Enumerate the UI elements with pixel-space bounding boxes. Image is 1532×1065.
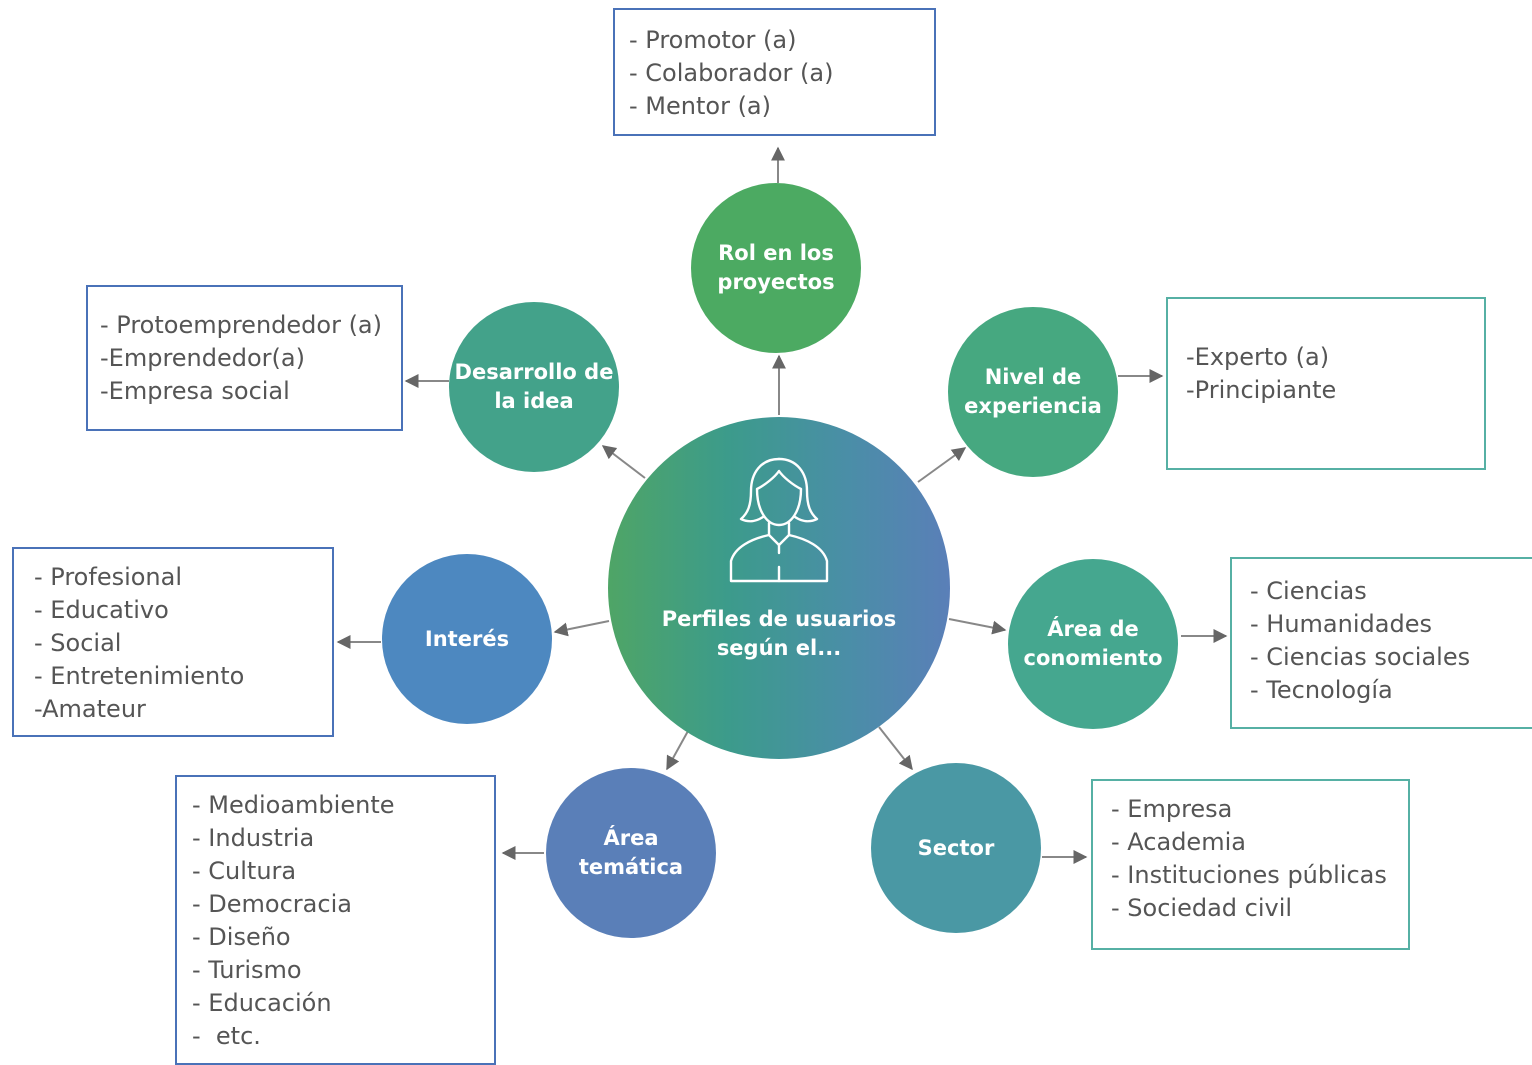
node-desarrollo-idea: Desarrollo de la idea [449, 302, 619, 472]
list-item: - Turismo [192, 956, 302, 984]
nivel-options-box: -Experto (a) -Principiante [1166, 297, 1486, 470]
list-item: - Ciencias sociales [1250, 643, 1471, 671]
node-sector: Sector [871, 763, 1041, 933]
list-item: - Empresa [1111, 795, 1233, 823]
arrow-center-to-interes [553, 620, 610, 637]
node-label: Nivel de experiencia [964, 365, 1102, 418]
list-item: - Profesional [34, 563, 183, 591]
node-label: Desarrollo de la idea [454, 360, 614, 413]
list-item: - Medioambiente [192, 791, 395, 819]
list-item: - Sociedad civil [1111, 894, 1293, 922]
arrow-center-to-nivel [917, 447, 967, 483]
list-item: -Emprendedor(a) [100, 344, 305, 372]
list-item: - etc. [192, 1022, 261, 1050]
list-item: - Colaborador (a) [629, 59, 834, 87]
node-nivel-experiencia: Nivel de experiencia [948, 307, 1118, 477]
list-item: - Instituciones públicas [1111, 861, 1387, 889]
list-item: - Ciencias [1250, 577, 1367, 605]
list-item: - Protoemprendedor (a) [100, 311, 382, 339]
woman-user-icon [729, 457, 829, 583]
center-user-profiles: Perfiles de usuarios según el... [608, 417, 950, 759]
list-item: - Mentor (a) [629, 92, 771, 120]
node-rol-en-proyectos: Rol en los proyectos [691, 183, 861, 353]
node-area-conocimiento: Área de conomiento [1008, 559, 1178, 729]
list-item: -Amateur [34, 695, 146, 723]
list-item: - Educación [192, 989, 332, 1017]
arrow-center-to-area-conocimiento [948, 618, 1007, 635]
list-item: - Tecnología [1250, 676, 1393, 704]
arrow-center-to-sector [878, 726, 913, 771]
list-item: - Democracia [192, 890, 352, 918]
list-item: -Experto (a) [1186, 343, 1330, 371]
node-label: Sector [917, 835, 995, 860]
desarrollo-options-box: - Protoemprendedor (a) -Emprendedor(a) -… [86, 285, 403, 431]
list-item: -Empresa social [100, 377, 290, 405]
arrow-center-to-desarrollo [601, 445, 646, 479]
list-item: - Entretenimiento [34, 662, 245, 690]
arrow-center-to-area-tematica [666, 730, 689, 771]
area-conocimiento-options-box: - Ciencias - Humanidades - Ciencias soci… [1230, 557, 1532, 729]
node-label: Rol en los proyectos [717, 241, 835, 294]
node-area-tematica: Área temática [546, 768, 716, 938]
rol-options-box: - Promotor (a) - Colaborador (a) - Mento… [613, 8, 936, 136]
node-label: Área temática [578, 826, 684, 879]
list-item: - Academia [1111, 828, 1246, 856]
list-item: - Educativo [34, 596, 169, 624]
list-item: - Promotor (a) [629, 26, 797, 54]
list-item: - Industria [192, 824, 315, 852]
node-label: Interés [424, 626, 510, 651]
sector-options-box: - Empresa - Academia - Instituciones púb… [1091, 779, 1410, 950]
list-item: -Principiante [1186, 376, 1337, 404]
list-item: - Humanidades [1250, 610, 1432, 638]
list-item: - Diseño [192, 923, 291, 951]
list-item: - Social [34, 629, 122, 657]
area-tematica-options-box: - Medioambiente - Industria - Cultura - … [175, 775, 496, 1065]
interes-options-box: - Profesional - Educativo - Social - Ent… [12, 547, 334, 737]
node-label: Área de conomiento [1023, 617, 1163, 670]
node-interes: Interés [382, 554, 552, 724]
list-item: - Cultura [192, 857, 297, 885]
center-label: Perfiles de usuarios según el... [661, 607, 897, 660]
